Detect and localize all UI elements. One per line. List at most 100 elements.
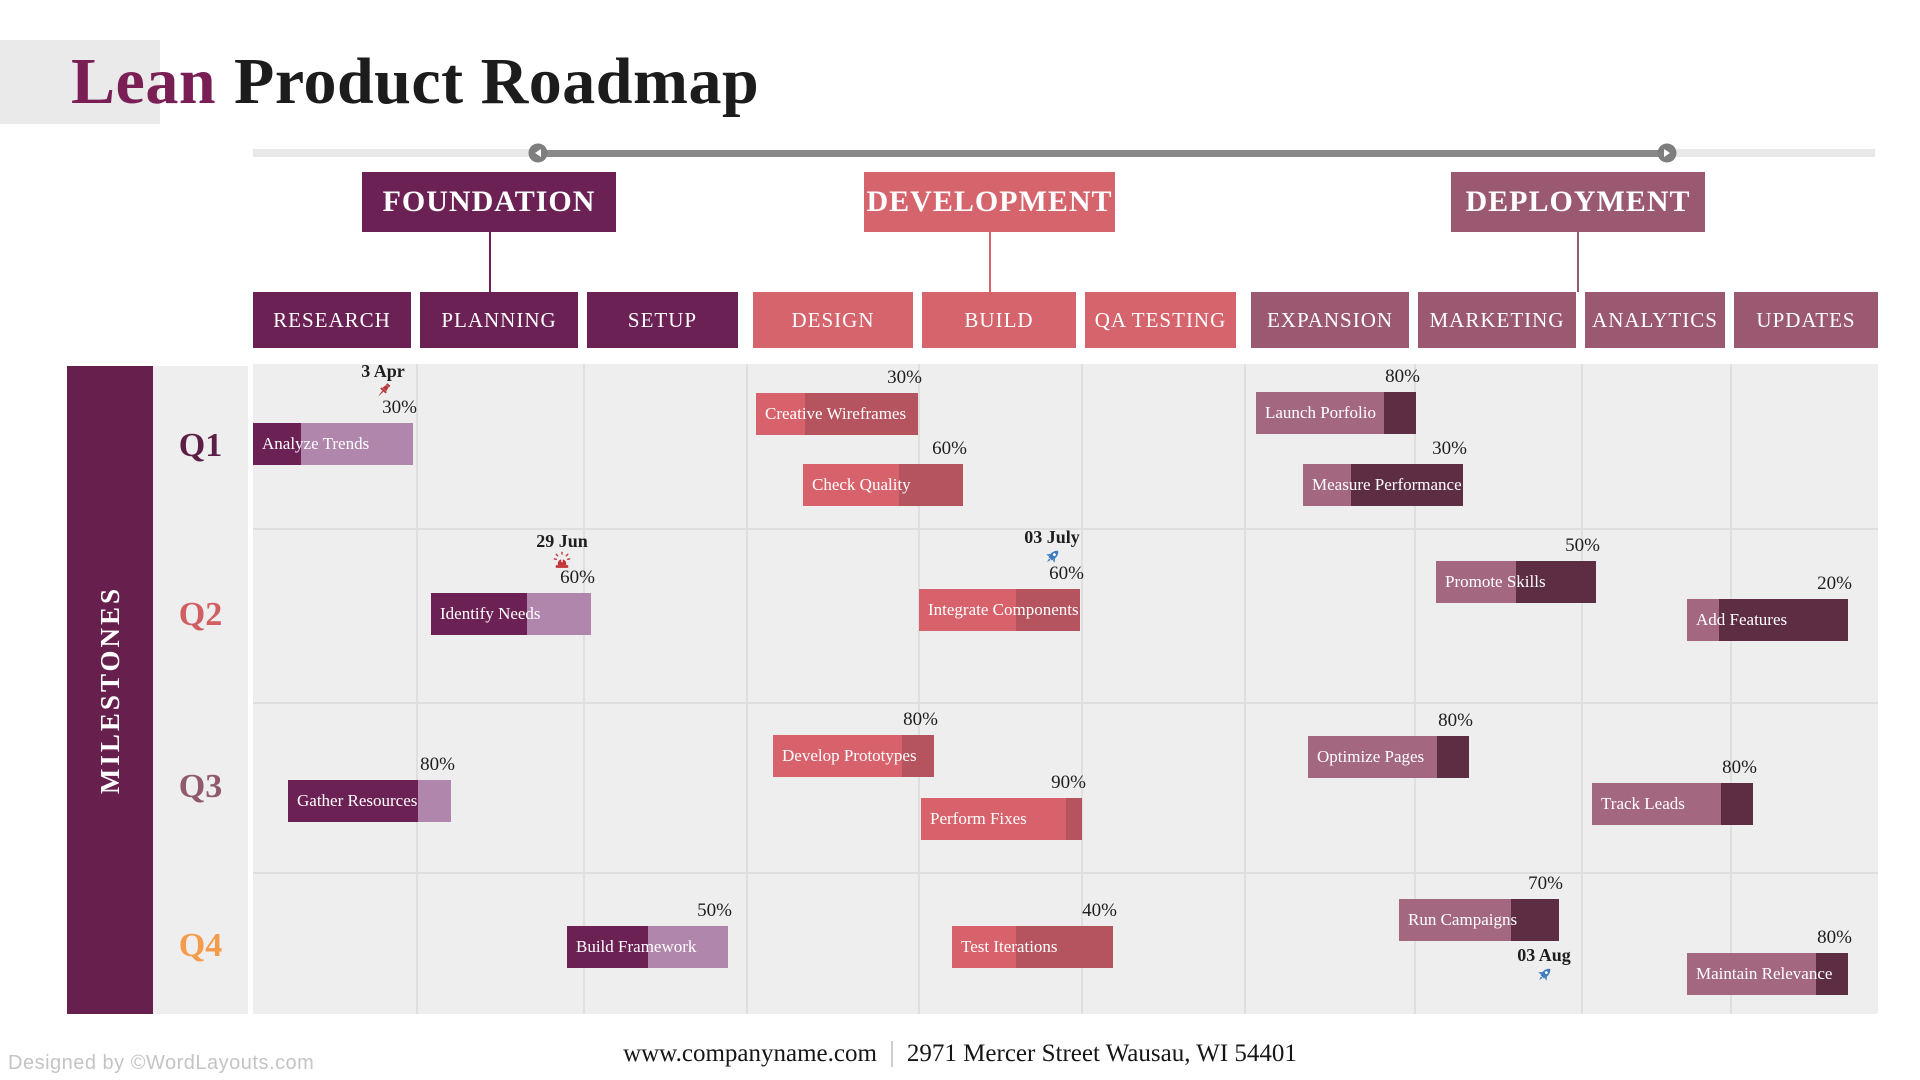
task-label: Launch Porfolio	[1265, 403, 1376, 422]
task-label: Run Campaigns	[1408, 910, 1518, 929]
task-progress-segment	[1592, 783, 1721, 825]
task-remainder-segment	[1516, 561, 1596, 603]
subphase-setup: SETUP	[587, 292, 738, 348]
task-percent-label: 80%	[1438, 710, 1473, 731]
task-progress-segment	[1256, 392, 1384, 434]
task-label: Test Iterations	[961, 937, 1058, 956]
task-label: Measure Performance	[1312, 475, 1462, 494]
milestones-sidebar: MILESTONES	[67, 366, 153, 1014]
task-remainder-segment	[1351, 464, 1463, 506]
task-remainder-segment	[527, 593, 591, 635]
task-label: Develop Prototypes	[782, 746, 917, 765]
subphase-design: DESIGN	[753, 292, 913, 348]
page-title: Lean Product Roadmap	[71, 40, 759, 124]
task-label: Maintain Relevance	[1696, 964, 1833, 983]
footer: www.companyname.com 2971 Mercer Street W…	[0, 1040, 1920, 1068]
page-title-accent: Lean	[71, 45, 217, 118]
subphase-qa-testing: QA TESTING	[1085, 292, 1236, 348]
task-progress-segment	[288, 780, 419, 822]
task-label: Perform Fixes	[930, 809, 1027, 828]
grid-vline	[1413, 364, 1416, 1014]
task-progress-segment	[1303, 464, 1351, 506]
pushpin-icon	[338, 381, 428, 401]
grid-vline	[745, 364, 748, 1014]
task-label: Integrate Components	[928, 600, 1079, 619]
phase-connector-foundation	[489, 232, 491, 292]
task-remainder-segment	[804, 393, 918, 435]
grid-vline	[917, 364, 920, 1014]
footer-divider	[890, 1041, 893, 1067]
timeline-end-dot	[1656, 142, 1678, 164]
phase-connector-development	[989, 232, 991, 292]
grid-vline	[1729, 364, 1732, 1014]
phase-development: DEVELOPMENT	[864, 172, 1115, 232]
phase-foundation: FOUNDATION	[362, 172, 616, 232]
grid-vline	[415, 364, 418, 1014]
milestone-3-apr: 3 Apr	[338, 362, 428, 401]
task-remainder-segment	[1016, 926, 1113, 968]
grid-vline	[582, 364, 585, 1014]
task-label: Identify Needs	[440, 604, 541, 623]
task-percent-label: 50%	[697, 900, 732, 921]
footer-address: 2971 Mercer Street Wausau, WI 54401	[906, 1040, 1297, 1067]
task-remainder-segment	[1065, 798, 1082, 840]
rocket-icon	[1007, 547, 1097, 567]
task-bar-integrate-components: Integrate Components 60%	[919, 563, 1084, 631]
task-remainder-segment	[1720, 783, 1753, 825]
task-remainder-segment	[1815, 953, 1848, 995]
task-remainder-segment	[1384, 392, 1416, 434]
task-percent-label: 60%	[932, 438, 967, 459]
task-bar-perform-fixes: Perform Fixes 90%	[921, 772, 1086, 840]
subphase-analytics: ANALYTICS	[1585, 292, 1725, 348]
task-progress-segment	[1687, 953, 1816, 995]
grid-hline	[253, 872, 1878, 874]
rocket-icon	[1499, 965, 1589, 985]
milestone-date: 03 July	[1024, 527, 1080, 547]
subphase-updates: UPDATES	[1734, 292, 1878, 348]
task-percent-label: 60%	[1049, 563, 1084, 584]
task-remainder-segment	[901, 735, 934, 777]
task-bar-run-campaigns: Run Campaigns 70%	[1399, 873, 1563, 941]
milestones-sidebar-label: MILESTONES	[94, 585, 125, 795]
task-progress-segment	[1687, 599, 1720, 641]
grid-vline	[1580, 364, 1583, 1014]
task-bar-launch-porfolio: Launch Porfolio 80%	[1256, 366, 1420, 434]
timeline-start-dot	[527, 142, 549, 164]
task-label: Analyze Trends	[262, 434, 370, 453]
grid-vline	[1243, 364, 1246, 1014]
timeline-progress	[540, 150, 1667, 157]
quarter-label-q3: Q3	[178, 768, 223, 805]
task-percent-label: 80%	[1385, 366, 1420, 387]
task-percent-label: 20%	[1817, 573, 1852, 594]
task-progress-segment	[919, 589, 1016, 631]
task-remainder-segment	[1511, 899, 1559, 941]
task-percent-label: 70%	[1528, 873, 1563, 894]
phase-connector-deployment	[1577, 232, 1579, 292]
task-percent-label: 30%	[887, 367, 922, 388]
task-percent-label: 90%	[1051, 772, 1086, 793]
milestone-03-july: 03 July	[1007, 528, 1097, 567]
timeline-track-left	[253, 149, 540, 157]
footer-website: www.companyname.com	[623, 1040, 877, 1067]
task-progress-segment	[567, 926, 648, 968]
task-progress-segment	[1308, 736, 1437, 778]
milestone-03-aug: 03 Aug	[1499, 946, 1589, 985]
milestone-date: 3 Apr	[361, 361, 405, 381]
task-progress-segment	[431, 593, 527, 635]
task-label: Track Leads	[1601, 794, 1685, 813]
task-progress-segment	[921, 798, 1066, 840]
subphase-build: BUILD	[922, 292, 1076, 348]
